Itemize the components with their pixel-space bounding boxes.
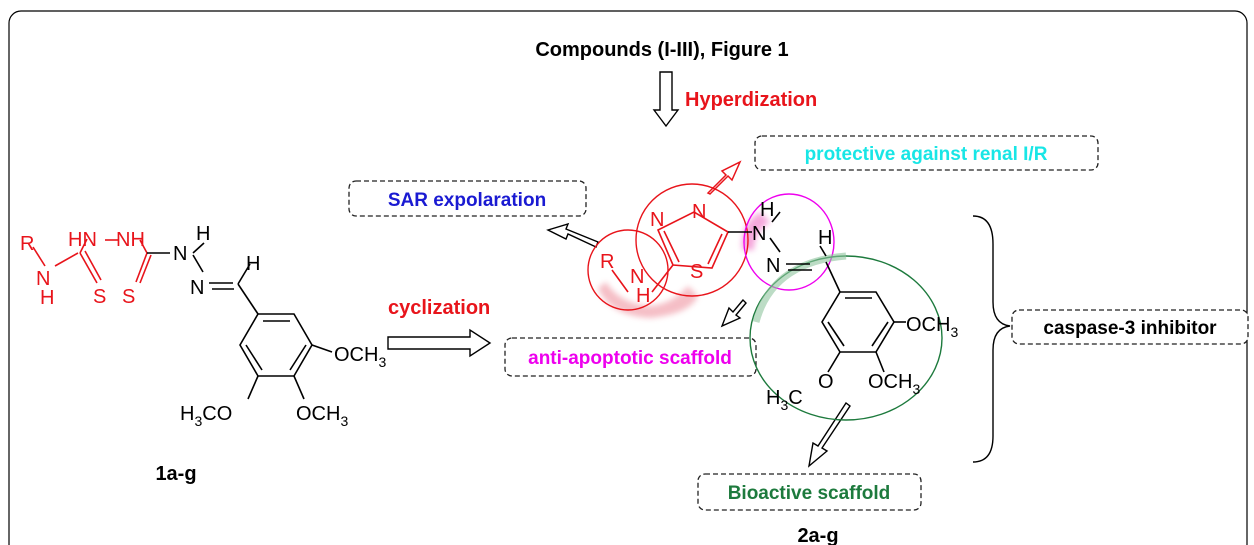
bioactive-arrow (807, 401, 851, 468)
atom-OCH3-1: OCH3 (334, 344, 386, 370)
frame (8, 10, 1248, 545)
atom-H-amine: H (636, 285, 650, 307)
atom-OCH3-4: OCH3 (868, 371, 920, 397)
atom-N-ring-1: N (650, 209, 664, 231)
atom-H-3: H (246, 253, 260, 275)
atom-S-ring: S (690, 261, 703, 283)
protective-arrow (706, 160, 742, 195)
atom-H3CO-1-sub: 3 (194, 413, 202, 429)
atom-NH-2: NH (116, 229, 145, 251)
atom-H3CO-1-main: CO (202, 403, 232, 425)
atom-NH-1: N (36, 268, 50, 290)
thiadiazole-circle (635, 183, 749, 297)
atom-O-meta: O (818, 371, 834, 393)
atom-R-2: R (600, 251, 614, 273)
caspase-brace (972, 215, 1011, 463)
bioactive-text: Bioactive scaffold (728, 483, 891, 504)
atom-OCH3-1-sub: 3 (378, 354, 386, 370)
atom-OCH3-3: OCH3 (906, 314, 958, 340)
atom-OCH3-4-sub: 3 (912, 381, 920, 397)
atom-OCH3-3-sub: 3 (950, 324, 958, 340)
bioactive-annotation: Bioactive scaffold (697, 473, 922, 511)
atom-N-ring-2: N (692, 201, 706, 223)
anti-apoptotic-text: anti-apoptotic scaffold (528, 348, 732, 369)
atom-H3CO-1: H3CO (180, 403, 232, 429)
page-title: Compounds (I-III), Figure 1 (535, 39, 788, 61)
caspase-text: caspase-3 inhibitor (1043, 318, 1217, 339)
green-shadow (752, 252, 847, 323)
sar-text: SAR expolaration (388, 190, 546, 211)
anti-apoptotic-annotation: anti-apoptotic scaffold (504, 337, 757, 377)
atom-H-2: H (196, 223, 210, 245)
hybridization-label: Hyperdization (685, 89, 817, 111)
protective-text: protective against renal I/R (805, 144, 1048, 165)
sar-annotation: SAR expolaration (348, 180, 587, 217)
cyclization-arrow (387, 328, 492, 358)
atom-N-hydrazine-1: N (752, 223, 766, 245)
atom-H3C: H3C (766, 387, 803, 413)
sar-arrow (546, 222, 599, 248)
atom-H3C-sub: 3 (780, 397, 788, 413)
hydrazone-circle (743, 193, 835, 291)
anti-apoptotic-arrow (720, 298, 747, 328)
compound-label-right: 2a-g (797, 525, 838, 545)
atom-OCH3-1-main: OCH (334, 344, 378, 366)
atom-OCH3-2-sub: 3 (340, 413, 348, 429)
atom-H3C-C: C (788, 387, 802, 409)
atom-OCH3-2: OCH3 (296, 403, 348, 429)
cyclization-label: cyclization (388, 297, 490, 319)
atom-H3C-H: H (766, 387, 780, 409)
hybridization-arrow (652, 71, 680, 128)
atom-H-hydrazine: H (760, 199, 774, 221)
atom-N-hydrazine-2: N (766, 255, 780, 277)
atom-H-imine: H (818, 227, 832, 249)
atom-HN: HN (68, 229, 97, 251)
atom-OCH3-4-main: OCH (868, 371, 912, 393)
atom-N-1: N (173, 243, 187, 265)
highlight-shadows (598, 212, 770, 318)
caspase-annotation: caspase-3 inhibitor (1011, 309, 1249, 345)
compound-label-left: 1a-g (155, 463, 196, 485)
atom-S-1: S (93, 286, 106, 308)
amine-circle (587, 229, 669, 311)
atom-N-2: N (190, 277, 204, 299)
atom-OCH3-2-main: OCH (296, 403, 340, 425)
atom-OCH3-3-main: OCH (906, 314, 950, 336)
atom-R: R (20, 233, 34, 255)
atom-S-2: S (122, 286, 135, 308)
structure-1ag: R N H HN NH S S H N N H OCH3 H3CO OCH3 (20, 223, 386, 429)
protective-annotation: protective against renal I/R (754, 135, 1099, 171)
atom-H-1: H (40, 287, 54, 309)
atom-H3CO-1-H: H (180, 403, 194, 425)
structure-2ag: R N H N N S H N N H OCH3 O OCH3 H3C (587, 183, 958, 421)
atom-N-amine: N (630, 266, 644, 288)
